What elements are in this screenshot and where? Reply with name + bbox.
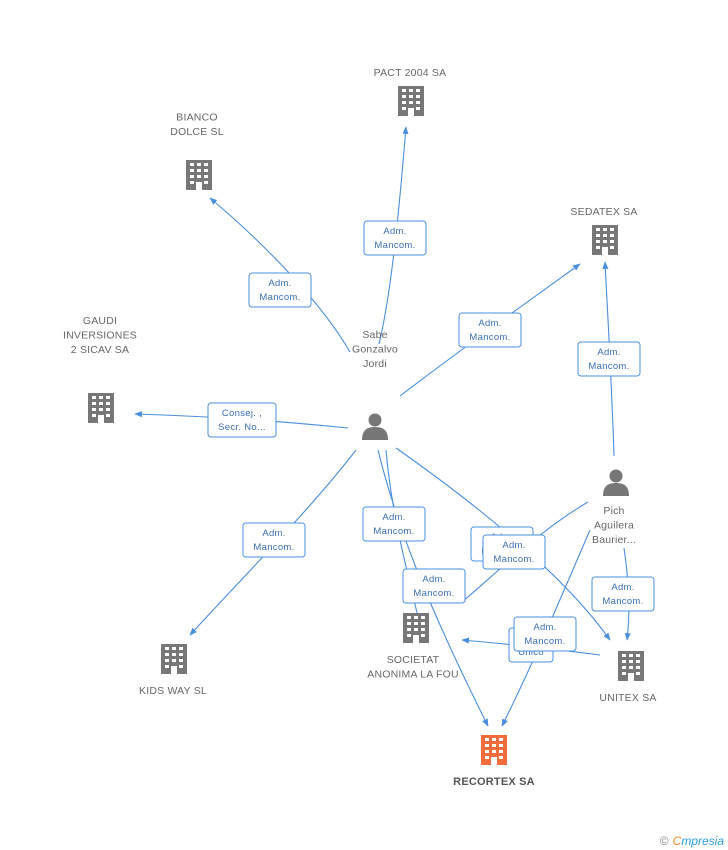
node-label-line: Baurier... [592, 534, 636, 546]
edge-label-text: Mancom. [253, 542, 294, 553]
node-sedatex[interactable]: SEDATEX SA [570, 206, 637, 255]
node-pich[interactable]: PichAguileraBaurier... [592, 469, 636, 547]
node-gaudi[interactable]: GAUDI INVERSIONES 2 SICAV SA [63, 315, 137, 423]
node-label-line: UNITEX SA [599, 692, 656, 704]
edge-label-text: Adm. [268, 278, 291, 289]
edge-label-text: Adm. [262, 528, 285, 539]
edge-label-text: Consej. , [222, 408, 262, 419]
edge-label-text: Mancom. [413, 588, 454, 599]
node-label-line: Pich [603, 505, 624, 517]
node-label-line: BIANCO [176, 112, 217, 124]
node-label-line: KIDS WAY SL [139, 685, 207, 697]
edge-label-e7[interactable]: Adm. Mancom. [402, 568, 466, 604]
node-label-line: ANONIMA LA FOU [367, 669, 459, 681]
edge-label-text: Mancom. [374, 240, 415, 251]
edge-label-box [248, 272, 312, 308]
node-label-line: PACT 2004 SA [374, 67, 447, 79]
copyright-symbol: © [659, 834, 669, 848]
person-icon[interactable] [362, 413, 388, 441]
edge-label-box [577, 341, 641, 377]
edge-label-e2[interactable]: Adm. Mancom. [248, 272, 312, 308]
edge-label-box [402, 568, 466, 604]
edge-label-box [458, 312, 522, 348]
node-label-line: SEDATEX SA [570, 206, 637, 218]
node-label-line: GAUDI [83, 315, 117, 327]
edge-label-e13[interactable]: Adm. Mancom. [591, 576, 655, 612]
node-label-line: INVERSIONES [63, 330, 137, 342]
node-pact[interactable]: PACT 2004 SA [374, 67, 447, 116]
edge-label-box [242, 522, 306, 558]
edge-label-text: Adm. [422, 574, 445, 585]
edge-label-text: Mancom. [469, 332, 510, 343]
edge-label-box [513, 616, 577, 652]
node-kids[interactable]: KIDS WAY SL [139, 644, 207, 697]
node-label-line: Aguilera [594, 520, 634, 532]
node-societat[interactable]: SOCIETAT ANONIMA LA FOU [367, 613, 459, 681]
edge-labels-layer: Adm. Mancom. Adm. Mancom. Adm. Mancom. Consej.… [207, 220, 655, 663]
building-icon[interactable] [592, 225, 618, 255]
edge-label-e5[interactable]: Adm. Mancom. [242, 522, 306, 558]
building-icon[interactable] [618, 651, 644, 681]
building-icon[interactable] [88, 393, 114, 423]
edge-label-e12[interactable]: Adm. Mancom. [513, 616, 577, 652]
edge-label-box [207, 402, 277, 438]
edge-label-text: Mancom. [524, 636, 565, 647]
edge-label-text: Mancom. [588, 361, 629, 372]
edge-label-box [482, 534, 546, 570]
building-icon[interactable] [403, 613, 429, 643]
building-icon[interactable] [161, 644, 187, 674]
edge-label-text: Adm. [611, 582, 634, 593]
node-label-line: Jordi [363, 358, 387, 370]
node-label-line: RECORTEX SA [453, 776, 535, 788]
edge-label-text: Unico [518, 647, 544, 658]
building-icon[interactable] [398, 86, 424, 116]
brand-logo[interactable]: Cmpresia [673, 834, 724, 848]
edge-label-text: Adm. [383, 226, 406, 237]
edge-label-box [591, 576, 655, 612]
edge-sabe-recortex-b [385, 449, 421, 627]
node-label-line: 2 SICAV SA [71, 344, 129, 356]
edge-label-box [362, 506, 426, 542]
edge-label-text: Mancom. [602, 596, 643, 607]
edge-label-e3[interactable]: Adm. Mancom. [458, 312, 522, 348]
node-unitex[interactable]: UNITEX SA [599, 651, 656, 704]
brand-first-letter: C [672, 834, 682, 848]
edge-label-e6[interactable]: Adm. Mancom. [362, 506, 426, 542]
edge-label-text: Mancom. [259, 292, 300, 303]
edge-label-e9[interactable]: Adm. Mancom. [482, 534, 546, 570]
edge-sabe-bianco [209, 197, 351, 353]
edge-label-text: Adm. [382, 512, 405, 523]
node-label-line: Sabe [362, 329, 387, 341]
edge-label-e10[interactable]: Adm. Mancom. [577, 341, 641, 377]
footer-brand: ©Cmpresia [660, 834, 724, 848]
node-bianco[interactable]: BIANCO DOLCE SL [170, 112, 224, 191]
edge-label-text: Adm. [597, 347, 620, 358]
person-icon[interactable] [603, 469, 629, 497]
edge-label-text: Secr. No... [218, 422, 266, 433]
node-label-line: Gonzalvo [352, 344, 398, 356]
node-recortex[interactable]: RECORTEX SA [453, 735, 535, 788]
edge-label-text: Mancom. [373, 526, 414, 537]
building-icon[interactable] [186, 160, 212, 190]
edge-label-text: Adm. [502, 540, 525, 551]
edge-label-text: Adm. [533, 622, 556, 633]
edge-label-text: Mancom. [493, 554, 534, 565]
edge-label-e1[interactable]: Adm. Mancom. [363, 220, 427, 256]
edge-label-e4[interactable]: Consej. , Secr. No... [207, 402, 277, 438]
building-icon[interactable] [481, 735, 507, 765]
node-label-line: DOLCE SL [170, 126, 224, 138]
edge-label-text: Adm. [478, 318, 501, 329]
brand-name-rest: mpresia [681, 834, 724, 848]
edge-label-box [363, 220, 427, 256]
node-label-line: SOCIETAT [387, 654, 440, 666]
nodes-layer: PACT 2004 SA BIANCO DOLCE SL SEDATEX SA GAUD… [63, 67, 656, 788]
